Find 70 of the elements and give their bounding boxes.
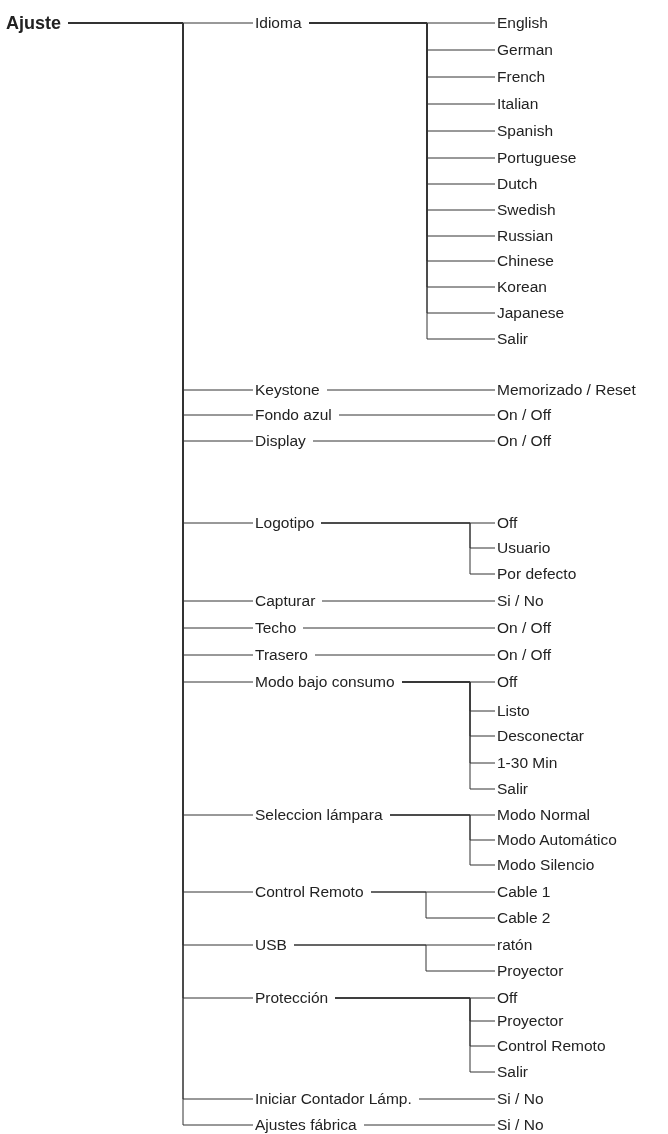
menu-item: Fondo azul	[253, 406, 339, 424]
connector-line	[312, 440, 496, 442]
connector-line	[389, 814, 496, 866]
menu-item: Italian	[495, 95, 546, 113]
menu-item: Control Remoto	[495, 1037, 613, 1055]
menu-item: Si / No	[495, 1090, 551, 1108]
menu-item: Japanese	[495, 304, 572, 322]
menu-item: 1-30 Min	[495, 754, 565, 772]
menu-item: On / Off	[495, 406, 558, 424]
menu-item: German	[495, 41, 560, 59]
menu-item: Salir	[495, 330, 535, 348]
menu-item: Spanish	[495, 122, 560, 140]
menu-item: Usuario	[495, 539, 558, 557]
menu-item: Techo	[253, 619, 304, 637]
connector-line	[314, 654, 496, 656]
menu-item: USB	[253, 936, 294, 954]
connector-line	[363, 1124, 496, 1126]
menu-item: Cable 2	[495, 909, 558, 927]
menu-item: On / Off	[495, 432, 558, 450]
menu-item: Salir	[495, 780, 535, 798]
menu-title: Ajuste	[6, 12, 68, 34]
menu-item: Iniciar Contador Lámp.	[253, 1090, 419, 1108]
menu-item: Cable 1	[495, 883, 558, 901]
connector-line	[401, 681, 496, 790]
menu-item: Seleccion lámpara	[253, 806, 390, 824]
menu-item: Display	[253, 432, 313, 450]
menu-item: On / Off	[495, 619, 558, 637]
menu-item: Control Remoto	[253, 883, 371, 901]
menu-item: Salir	[495, 1063, 535, 1081]
menu-item: Modo Automático	[495, 831, 624, 849]
menu-item: Protección	[253, 989, 336, 1007]
menu-item: Idioma	[253, 14, 309, 32]
connector-line	[302, 627, 496, 629]
menu-item: Off	[495, 514, 525, 532]
connector-line	[334, 997, 496, 1073]
menu-item: Listo	[495, 702, 537, 720]
menu-item: Swedish	[495, 201, 563, 219]
connector-line	[326, 389, 496, 391]
menu-item: Si / No	[495, 1116, 551, 1134]
menu-item: Off	[495, 673, 525, 691]
menu-item: Ajustes fábrica	[253, 1116, 364, 1134]
menu-item: Korean	[495, 278, 554, 296]
menu-item: Capturar	[253, 592, 323, 610]
menu-item: Chinese	[495, 252, 561, 270]
connector-line	[293, 944, 496, 972]
connector-line	[338, 414, 496, 416]
menu-item: Modo Silencio	[495, 856, 602, 874]
menu-item: Proyector	[495, 1012, 571, 1030]
menu-item: Si / No	[495, 592, 551, 610]
menu-item: English	[495, 14, 555, 32]
connector-line	[370, 891, 496, 919]
menu-item: Proyector	[495, 962, 571, 980]
menu-item: Keystone	[253, 381, 327, 399]
menu-item: French	[495, 68, 553, 86]
menu-item: Modo bajo consumo	[253, 673, 402, 691]
connector-line	[418, 1098, 496, 1100]
menu-item: Portuguese	[495, 149, 584, 167]
menu-item: Dutch	[495, 175, 545, 193]
menu-item: ratón	[495, 936, 540, 954]
menu-item: Modo Normal	[495, 806, 598, 824]
menu-item: On / Off	[495, 646, 558, 664]
menu-item: Logotipo	[253, 514, 322, 532]
connector-line	[321, 600, 496, 602]
menu-item: Por defecto	[495, 565, 584, 583]
connector-line	[320, 522, 496, 575]
menu-item: Off	[495, 989, 525, 1007]
menu-item: Russian	[495, 227, 560, 245]
menu-item: Trasero	[253, 646, 315, 664]
menu-item: Memorizado / Reset	[495, 381, 643, 399]
menu-item: Desconectar	[495, 727, 591, 745]
